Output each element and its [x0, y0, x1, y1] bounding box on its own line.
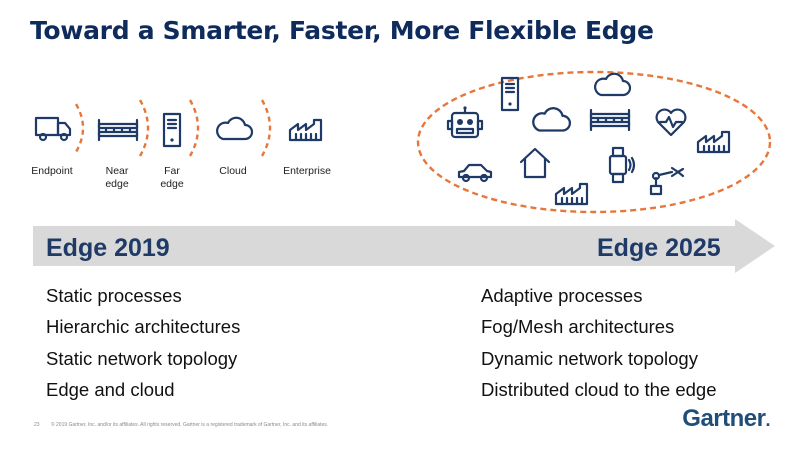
smartwatch-icon: [606, 146, 636, 186]
tier-label-enterprise: Enterprise: [283, 165, 331, 177]
list-item: Static processes: [46, 285, 182, 306]
robot-arm-icon: [648, 166, 686, 196]
edge-2025-label: Edge 2025: [597, 234, 721, 262]
factory-icon: [554, 180, 590, 206]
tower-server-icon: [162, 112, 182, 148]
edge-2019-list: Static processes Hierarchic architecture…: [46, 280, 240, 405]
tier-label-far-edge: Far edge: [160, 165, 184, 191]
edge-2025-list: Adaptive processes Fog/Mesh architecture…: [481, 280, 717, 405]
page-number: 23: [34, 422, 40, 428]
house-icon: [518, 146, 552, 180]
timeline-arrow: [33, 219, 775, 273]
tier-label-endpoint: Endpoint: [31, 165, 73, 177]
server-rack-icon: [96, 118, 140, 142]
tier-label-near-edge: Near edge: [105, 165, 129, 191]
cloud-icon: [530, 106, 572, 134]
list-item: Fog/Mesh architectures: [481, 316, 675, 338]
edge-2019-label: Edge 2019: [46, 234, 170, 262]
car-icon: [456, 160, 494, 184]
factory-icon: [696, 128, 732, 154]
robot-icon: [446, 106, 484, 142]
list-item: Distributed cloud to the edge: [481, 378, 717, 400]
brand-name: Gartner: [682, 405, 766, 432]
cloud-icon: [214, 116, 254, 142]
copyright-notice: © 2019 Gartner, Inc. and/or its affiliat…: [50, 422, 329, 428]
brand-dot: .: [765, 410, 770, 430]
server-rack-icon: [588, 108, 632, 132]
gartner-logo: Gartner.: [682, 405, 770, 433]
factory-icon: [288, 116, 324, 142]
cloud-icon: [592, 72, 632, 98]
truck-icon: [34, 114, 72, 144]
tier-label-cloud: Cloud: [219, 165, 247, 177]
list-item: Adaptive processes: [481, 285, 643, 306]
footer: 23 © 2019 Gartner, Inc. and/or its affil…: [34, 422, 328, 428]
list-item: Hierarchic architectures: [46, 316, 241, 338]
heart-monitor-icon: [654, 108, 688, 138]
slide-title: Toward a Smarter, Faster, More Flexible …: [30, 16, 654, 45]
list-item: Dynamic network topology: [481, 347, 698, 369]
list-item: Edge and cloud: [46, 378, 175, 400]
list-item: Static network topology: [46, 347, 238, 369]
tower-server-icon: [500, 76, 520, 112]
